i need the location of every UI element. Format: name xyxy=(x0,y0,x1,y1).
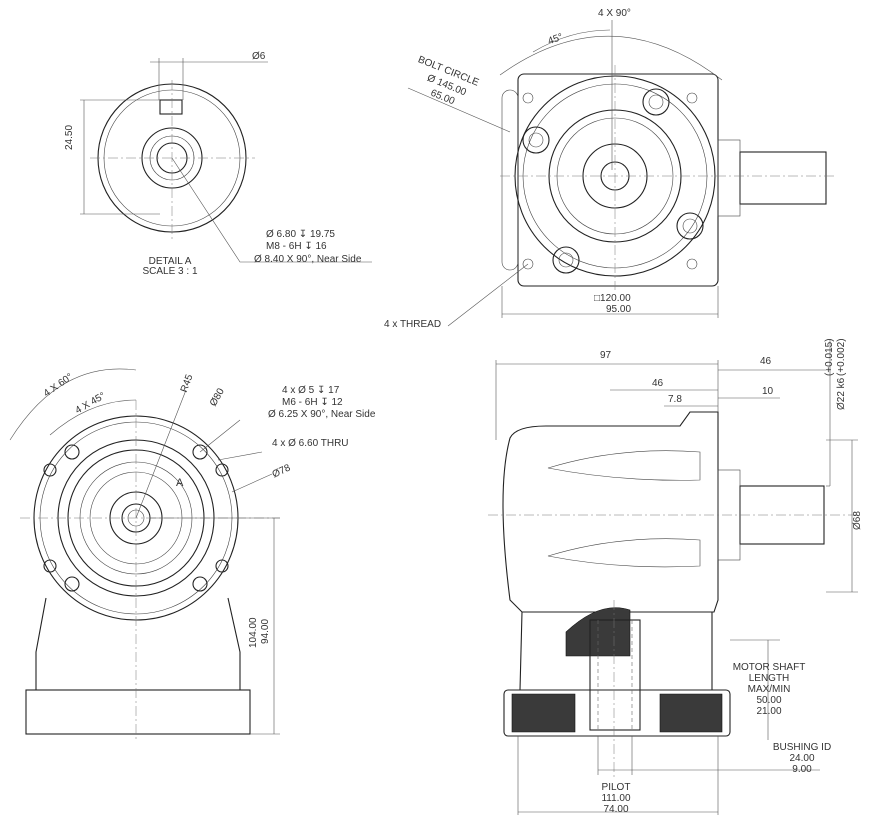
bushing-id-label: BUSHING ID xyxy=(772,742,832,753)
motor-shaft-label-1: MOTOR SHAFT xyxy=(732,662,806,673)
motor-shaft-max: 50.00 xyxy=(756,695,782,706)
motor-shaft-label-3: MAX/MIN xyxy=(747,684,791,695)
hole-note-3: Ø 6.25 X 90°, Near Side xyxy=(268,409,376,420)
height-dim-2: 94.00 xyxy=(260,618,271,644)
flange-width-dim-1: □120.00 xyxy=(594,293,631,304)
dia-68-label: Ø68 xyxy=(852,511,863,530)
shaft-tol-upper: (+0.015) xyxy=(824,338,835,376)
dim-7-8: 7.8 xyxy=(668,394,682,405)
motor-shaft-min: 21.00 xyxy=(756,706,782,717)
detail-a-note-1: Ø 6.80 ↧ 19.75 xyxy=(266,229,335,240)
shaft-tol-lower: (+0.002) xyxy=(836,338,847,376)
shaft-dia-label: Ø22 k6 xyxy=(836,377,847,410)
side-section-view xyxy=(488,340,860,815)
hole-note-2: M6 - 6H ↧ 12 xyxy=(282,397,343,408)
detail-a-width-dim: Ø6 xyxy=(252,51,266,62)
section-letter-a: A xyxy=(176,477,184,489)
thru-hole-note: 4 x Ø 6.60 THRU xyxy=(272,438,349,449)
detail-a-scale: SCALE 3 : 1 xyxy=(142,266,198,277)
front-view xyxy=(9,368,280,740)
hole-note-1: 4 x Ø 5 ↧ 17 xyxy=(282,385,340,396)
detail-a-note-2: M8 - 6H ↧ 16 xyxy=(266,241,327,252)
detail-a-height-dim: 24.50 xyxy=(64,124,75,150)
thread-callout: 4 x THREAD xyxy=(384,319,442,330)
detail-a-note-3: Ø 8.40 X 90°, Near Side xyxy=(254,254,362,265)
flange-width-dim-2: 95.00 xyxy=(606,304,632,315)
detail-a-view xyxy=(80,58,372,263)
pilot-label: PILOT xyxy=(601,782,631,793)
motor-shaft-label-2: LENGTH xyxy=(748,673,790,684)
dim-46-top: 46 xyxy=(760,356,772,367)
dim-10: 10 xyxy=(762,386,774,397)
detail-a-title: DETAIL A xyxy=(148,256,192,267)
dim-46: 46 xyxy=(652,378,664,389)
pilot-max: 111.00 xyxy=(601,793,631,804)
dim-97: 97 xyxy=(600,350,612,361)
bushing-id-min: 9.00 xyxy=(792,764,812,775)
flange-end-view xyxy=(407,20,835,327)
pilot-min: 74.00 xyxy=(603,804,629,815)
bushing-id-max: 24.00 xyxy=(789,753,815,764)
angle-pattern-label: 4 X 90° xyxy=(598,8,631,19)
height-dim-1: 104.00 xyxy=(248,617,259,648)
